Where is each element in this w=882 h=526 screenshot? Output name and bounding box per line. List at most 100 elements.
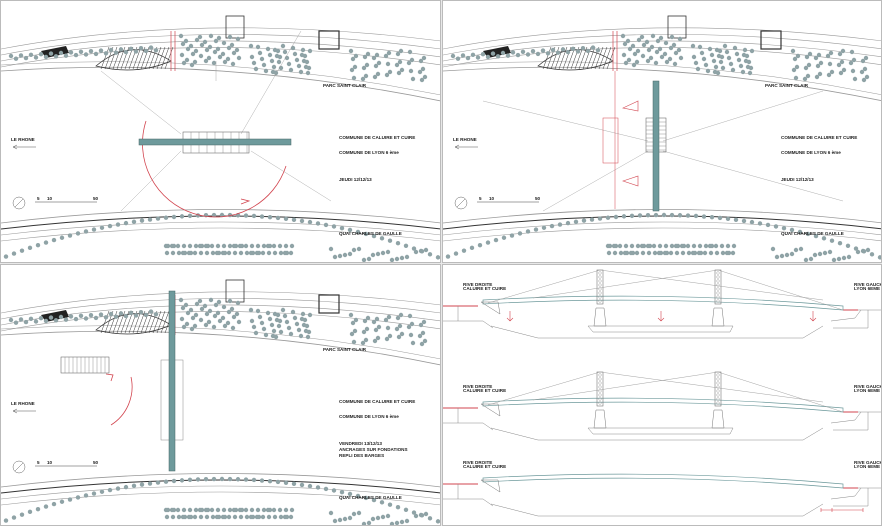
tree-symbol (171, 507, 177, 513)
tree-symbol (265, 310, 271, 316)
tree-symbol (674, 250, 680, 256)
tree-symbol (283, 243, 289, 249)
tree-symbol (385, 61, 391, 67)
tree-symbol (399, 519, 405, 525)
tree-symbol (815, 63, 821, 69)
tree-symbol (635, 243, 641, 249)
bank-line (443, 61, 881, 95)
tree-symbol (501, 235, 507, 240)
tree-symbol (841, 67, 847, 73)
tree-symbol (573, 219, 579, 225)
tree-symbol (707, 46, 713, 52)
tree-symbol (658, 250, 664, 256)
tree-symbol (35, 242, 41, 248)
tree-symbol (724, 49, 730, 55)
tree-symbol (505, 53, 511, 58)
bridge-deck (168, 290, 176, 472)
tree-symbol (98, 312, 104, 317)
tree-symbol (59, 499, 65, 504)
tree-symbol (283, 480, 289, 486)
tree-symbol (190, 315, 196, 321)
tree-symbol (244, 514, 250, 520)
tree-symbol (749, 219, 755, 225)
tree-symbol (420, 66, 426, 72)
tree-symbol (226, 45, 232, 51)
tree-symbol (395, 51, 401, 57)
tree-symbol (221, 507, 227, 513)
tree-symbol (418, 322, 424, 328)
tree-symbol (98, 48, 104, 53)
tree-symbol (422, 74, 428, 80)
tree-symbol (243, 477, 249, 482)
tree-symbol (435, 255, 440, 260)
hatch-line (578, 46, 588, 70)
abutment-right (830, 411, 881, 431)
tree-symbol (411, 246, 417, 251)
tree-symbol (332, 518, 338, 524)
tree-symbol (203, 58, 209, 64)
pylon-lattice (716, 397, 720, 401)
tree-symbol (697, 243, 703, 249)
tree-symbol (248, 307, 254, 313)
tree-symbol (271, 328, 277, 334)
tree-symbol (661, 212, 667, 218)
hatch-line (156, 46, 166, 70)
tree-symbol (385, 249, 391, 255)
tree-symbol (226, 250, 232, 256)
hatch-line (100, 310, 110, 334)
pylon-lattice (716, 295, 720, 299)
quay-line (1, 479, 440, 494)
tree-symbol (251, 324, 257, 330)
road-line (1, 291, 440, 314)
pylon-lattice (716, 287, 720, 291)
park-label: PARC SAINT CLAIR (323, 347, 367, 352)
tree-symbol (199, 507, 205, 513)
tree-symbol (384, 336, 390, 342)
tree-symbol (11, 251, 17, 256)
tree-symbol (637, 213, 643, 218)
scale-bar (820, 508, 864, 512)
tree-symbol (107, 223, 113, 229)
rotation-arc (142, 120, 287, 218)
tree-symbol (210, 250, 216, 256)
tree-symbol (731, 243, 737, 249)
tree-symbol (179, 478, 185, 483)
tree-symbol (107, 487, 113, 493)
tree-symbol (170, 514, 176, 520)
tree-symbol (549, 223, 555, 229)
tree-symbol (373, 63, 379, 69)
tree-symbol (38, 52, 44, 57)
tree-symbol (669, 243, 675, 249)
tree-symbol (669, 34, 675, 40)
tree-symbol (634, 250, 640, 256)
tree-symbol (131, 483, 137, 489)
tree-symbol (219, 212, 225, 218)
tree-symbol (349, 331, 355, 337)
tree-symbol (284, 514, 290, 520)
tree-symbol (153, 312, 159, 317)
tree-symbol (331, 224, 337, 229)
tree-symbol (283, 507, 289, 513)
tree-symbol (581, 218, 587, 223)
stay-cables (487, 269, 844, 311)
tree-symbol (757, 221, 763, 226)
tree-symbol (176, 250, 182, 256)
tree-symbol (701, 56, 707, 62)
tree-symbol (28, 52, 34, 57)
tree-symbol (23, 319, 29, 325)
tree-symbol (624, 250, 630, 256)
tree-symbol (409, 57, 415, 63)
left-bank-label: RIVE DROITE (463, 384, 492, 389)
tree-symbol (123, 313, 129, 319)
tree-symbol (128, 46, 134, 51)
tree-symbol (654, 49, 660, 55)
tree-symbol (861, 77, 867, 83)
deck-end-left (480, 403, 501, 417)
tree-symbol (589, 217, 595, 222)
hatch-line (144, 46, 154, 70)
tree-symbol (795, 53, 801, 59)
park-label: PARC SAINT CLAIR (765, 83, 809, 88)
bank-line (1, 325, 440, 360)
